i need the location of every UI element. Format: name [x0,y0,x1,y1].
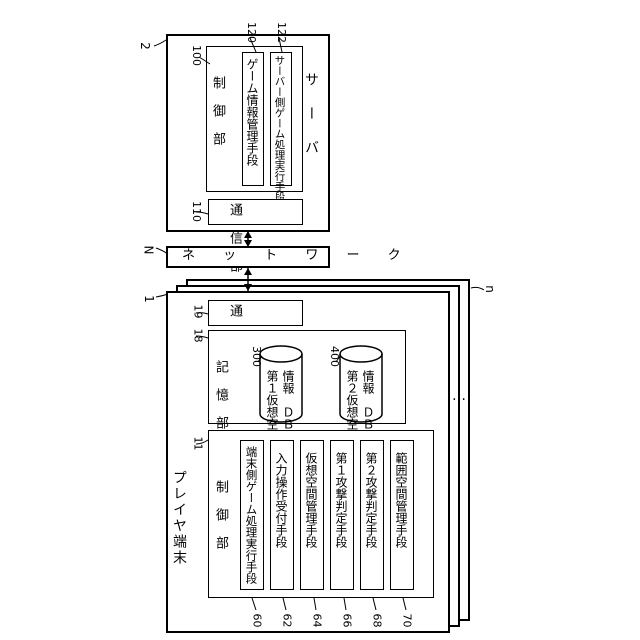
db2-label-b: 情報 ＤＢ [362,370,374,430]
ref-db1: 300 [251,346,262,367]
terminal-control-label: 制 御 部 [214,480,227,549]
ellipsis-dots: … [452,388,466,404]
ref-server-control: 100 [191,45,202,66]
ref-terminal-control: 11 [193,437,204,451]
ref-means-70: 70 [402,614,413,628]
means-label-68: 第２攻撃判定手段 [365,452,377,548]
ref-network: N [142,246,154,255]
terminal-comm-box [208,300,303,326]
db1-label-b: 情報 ＤＢ [282,370,294,430]
means-label-66: 第１攻撃判定手段 [335,452,347,548]
ref-means-60: 60 [252,614,263,628]
ref-server-game: 122 [276,22,287,43]
ref-game-info: 120 [246,22,257,43]
game-info-means-label: ゲーム情報管理手段 [246,58,258,166]
ref-terminals: n [484,285,496,293]
means-label-64: 仮想空間管理手段 [305,452,317,548]
server-control-unit-label: 制 御 部 [211,76,224,145]
ref-storage: 18 [193,329,204,343]
ref-server-comm: 110 [191,201,202,222]
server-comm-box [208,199,303,225]
server-game-means-label: サーバー側ゲーム処理実行手段 [274,55,285,202]
ref-terminal-comm: 19 [193,305,204,319]
ref-means-64: 64 [312,614,323,628]
network-label: ネ ッ ト ワ ー ク [182,249,413,262]
means-label-60: 端末側ゲーム処理実行手段 [245,446,257,584]
ref-server: 2 [139,42,151,50]
ref-means-62: 62 [282,614,293,628]
means-label-62: 入力操作受付手段 [275,452,287,548]
ref-means-68: 68 [372,614,383,628]
server-title: サ ー バ [304,72,318,156]
terminal-title: プレイヤ端末 [172,470,186,566]
ref-db2: 400 [329,346,340,367]
storage-label: 記 憶 部 [214,360,227,429]
ref-means-66: 66 [342,614,353,628]
ref-terminal: 1 [143,295,155,303]
storage-box [208,330,406,424]
means-label-70: 範囲空間管理手段 [395,452,407,548]
